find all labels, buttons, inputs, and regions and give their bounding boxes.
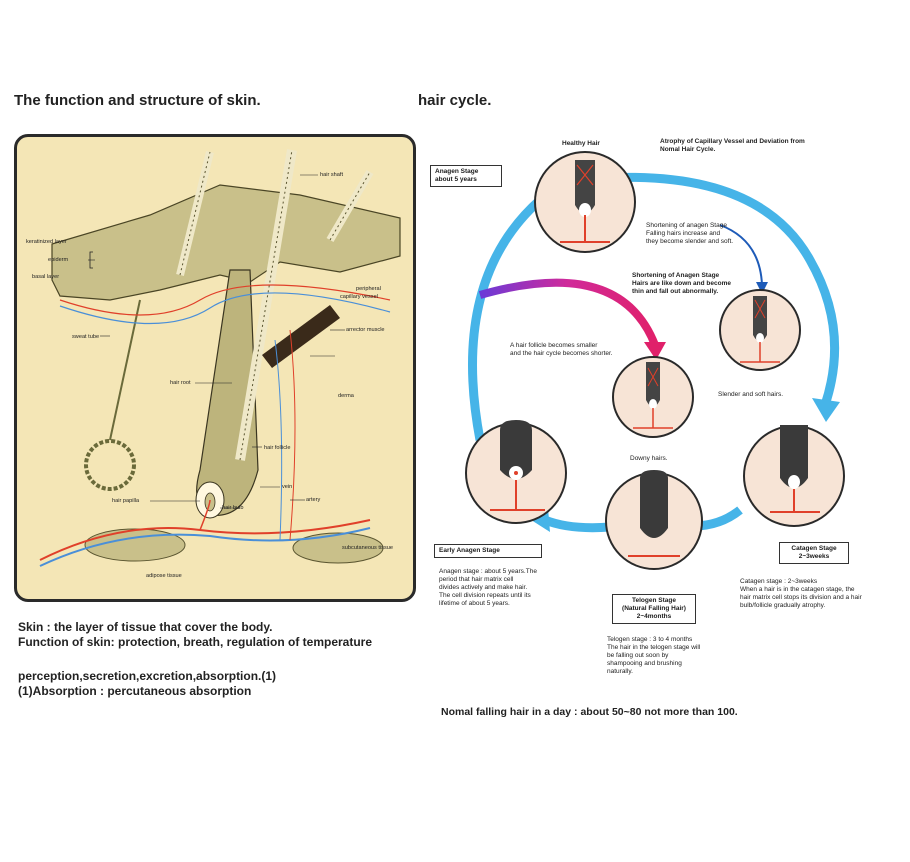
telogen-box-duration: 2~4months bbox=[636, 613, 672, 620]
atrophy-arrow bbox=[478, 278, 659, 347]
shortening-arrow bbox=[719, 224, 763, 286]
label-capillary-vessel: capillary vessel bbox=[340, 294, 378, 300]
hair-cycle-title: hair cycle. bbox=[418, 92, 492, 109]
anagen-desc-1: Anagen stage : about 5 years.The bbox=[439, 568, 537, 575]
catagen-desc-3: hair matrix cell stops its division and … bbox=[740, 594, 862, 601]
catagen-desc-1: Catagen stage : 2~3weeks bbox=[740, 578, 818, 585]
sweat-gland-coil bbox=[84, 439, 136, 491]
catagen-box-duration: 2~3weeks bbox=[798, 553, 830, 560]
telogen-desc-4: shampooing and brushing bbox=[607, 660, 682, 667]
vein-lower bbox=[39, 527, 371, 567]
telogen-desc-1: Telogen stage : 3 to 4 months bbox=[607, 636, 693, 643]
anagen-desc-2: period that hair matrix cell bbox=[439, 576, 514, 583]
shortening-small-1: Shortening of anagen Stage bbox=[646, 222, 727, 229]
label-hair-bulb: hair bulb bbox=[222, 505, 244, 511]
label-keratinized-layer: keratinized layer bbox=[26, 239, 67, 245]
follicle-note-2: and the hair cycle becomes shorter. bbox=[510, 350, 613, 357]
arrector-muscle-shape bbox=[262, 305, 340, 368]
cycle-arrowhead-catagen bbox=[812, 398, 840, 422]
label-artery: artery bbox=[306, 497, 321, 503]
label-atrophy-title-2: Nomal Hair Cycle. bbox=[660, 146, 716, 153]
catagen-circle bbox=[743, 425, 845, 527]
shortening-bold-1: Shortening of Anagen Stage bbox=[632, 272, 720, 279]
shortening-bold-2: Hairs are like down and become bbox=[632, 280, 731, 287]
adipose-tissue-lobe bbox=[84, 528, 186, 562]
label-adipose-tissue: adipose tissue bbox=[146, 573, 182, 579]
skin-absorption-note: (1)Absorption : percutaneous absorption bbox=[18, 684, 252, 698]
shortening-bold-3: thin and fall out abnormally. bbox=[632, 288, 719, 295]
label-arrector-muscle: arrector muscle bbox=[346, 327, 385, 333]
anagen-desc-4: The cell division repeats until its bbox=[439, 592, 531, 599]
shortening-small-3: they become slender and soft. bbox=[646, 238, 734, 245]
subcutaneous-tissue-lobe bbox=[292, 532, 384, 564]
early-anagen-box: Early Anagen Stage bbox=[434, 544, 542, 558]
label-downy-hairs: Downy hairs. bbox=[630, 455, 668, 462]
skin-function-cont: perception,secretion,excretion,absorptio… bbox=[18, 669, 277, 683]
telogen-description: Telogen stage : 3 to 4 months The hair i… bbox=[607, 636, 700, 676]
catagen-desc-4: bulb/follicle gradually atrophy. bbox=[740, 602, 826, 609]
downy-hair-circle bbox=[612, 356, 694, 438]
atrophy-arrowhead bbox=[644, 342, 666, 360]
telogen-circle bbox=[605, 470, 703, 570]
anagen-desc-3: divides actively and make hair. bbox=[439, 584, 528, 591]
capillary-vein-upper bbox=[59, 292, 391, 325]
telogen-desc-2: The hair in the telogen stage will bbox=[607, 644, 701, 651]
telogen-box-title: Telogen Stage bbox=[632, 597, 676, 604]
label-slender-hairs: Slender and soft hairs. bbox=[718, 391, 784, 398]
cycle-arrow-top-right bbox=[604, 172, 840, 407]
anagen-description: Anagen stage : about 5 years.The period … bbox=[439, 568, 537, 608]
cycle-arrow-anagen-left bbox=[468, 196, 543, 441]
slender-hair-circle bbox=[719, 289, 801, 371]
catagen-desc-2: When a hair is in the catagen stage, the bbox=[740, 586, 855, 593]
skin-function: Function of skin: protection, breath, re… bbox=[18, 635, 373, 649]
label-hair-follicle: hair follicle bbox=[264, 445, 291, 451]
artery-vertical bbox=[289, 329, 296, 541]
skin-title: The function and structure of skin. bbox=[14, 92, 261, 109]
anagen-desc-5: lifetime of about 5 years. bbox=[439, 600, 510, 607]
capillary-artery-upper bbox=[59, 284, 391, 316]
label-vein: vein bbox=[282, 484, 293, 490]
normal-falling-hair-footer: Nomal falling hair in a day : about 50~8… bbox=[441, 706, 738, 718]
shortening-bold-note: Shortening of Anagen Stage Hairs are lik… bbox=[632, 272, 731, 296]
telogen-desc-5: naturally. bbox=[607, 668, 633, 675]
epidermis-block bbox=[51, 184, 401, 301]
label-hair-papilla: hair papilla bbox=[112, 498, 140, 504]
label-hair-shaft: hair shaft bbox=[320, 172, 344, 178]
healthy-hair-circle bbox=[534, 151, 636, 253]
epiderm-bracket bbox=[89, 251, 93, 269]
label-basal-layer: basal layer bbox=[32, 274, 60, 280]
label-derma: derma bbox=[338, 393, 354, 399]
telogen-stage-box: Telogen Stage (Natural Falling Hair) 2~4… bbox=[612, 594, 696, 624]
shortening-small-note: Shortening of anagen Stage Falling hairs… bbox=[646, 222, 733, 246]
skin-definition: Skin : the layer of tissue that cover th… bbox=[18, 620, 273, 634]
shortening-small-2: Falling hairs increase and bbox=[646, 230, 721, 237]
label-hair-root: hair root bbox=[170, 380, 191, 386]
follicle-note: A hair follicle becomes smaller and the … bbox=[510, 342, 613, 358]
label-epiderm: epiderm bbox=[48, 257, 69, 263]
label-subcutaneous-tissue: subcutaneous tissue bbox=[342, 545, 393, 551]
label-peripheral: peripheral bbox=[356, 286, 381, 292]
label-healthy-hair: Healthy Hair bbox=[562, 140, 600, 147]
cycle-arrow-telogen-anagen bbox=[543, 515, 611, 533]
catagen-stage-box: Catagen Stage 2~3weeks bbox=[779, 542, 849, 564]
anagen-stage-box: Anagen Stage about 5 years bbox=[430, 165, 502, 187]
anagen-box-title: Anagen Stage bbox=[435, 168, 479, 175]
label-sweat-tube: sweat tube bbox=[72, 334, 100, 340]
catagen-description: Catagen stage : 2~3weeks When a hair is … bbox=[740, 578, 862, 610]
anagen-box-duration: about 5 years bbox=[435, 176, 477, 183]
catagen-box-title: Catagen Stage bbox=[791, 545, 837, 552]
vein-vertical bbox=[274, 339, 283, 541]
telogen-box-subtitle: (Natural Falling Hair) bbox=[622, 605, 686, 612]
follicle-note-1: A hair follicle becomes smaller bbox=[510, 342, 598, 349]
early-anagen-circle bbox=[465, 420, 567, 524]
telogen-desc-3: be falling out soon by bbox=[607, 652, 669, 659]
label-atrophy-title-1: Atrophy of Capillary Vessel and Deviatio… bbox=[660, 138, 805, 145]
